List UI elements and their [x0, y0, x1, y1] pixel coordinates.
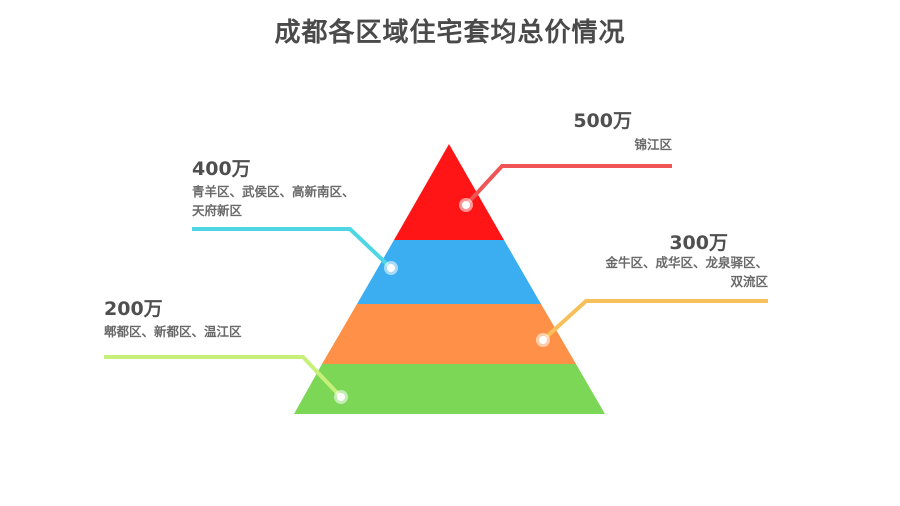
pyramid-tier-second — [357, 240, 541, 304]
callout-line-300 — [541, 299, 768, 342]
tier-districts-300-line2: 双流区 — [730, 274, 768, 289]
tier-value-500: 500万 — [573, 110, 632, 132]
tier-districts-400-line2: 天府新区 — [192, 203, 243, 218]
page-title: 成都各区域住宅套均总价情况 — [274, 18, 626, 48]
pyramid-tier-top — [394, 144, 504, 240]
tier-districts-500: 锦江区 — [634, 137, 672, 152]
tier-value-300: 300万 — [669, 232, 728, 254]
callout-dot-500 — [459, 198, 473, 212]
pyramid-tier-third — [322, 304, 576, 364]
tier-value-400: 400万 — [192, 158, 251, 180]
tier-districts-300-line1: 金牛区、成华区、龙泉驿区、 — [605, 255, 768, 270]
callout-line-200 — [104, 355, 343, 399]
pyramid-tier-bottom — [294, 364, 605, 414]
callout-line-500 — [464, 164, 672, 207]
callout-line-400 — [192, 227, 393, 270]
tier-value-200: 200万 — [104, 298, 163, 320]
callout-dot-300 — [536, 333, 550, 347]
callout-dot-400 — [384, 261, 398, 275]
callout-dot-200 — [334, 390, 348, 404]
tier-districts-200: 郫都区、新都区、温江区 — [104, 324, 242, 339]
tier-districts-400-line1: 青羊区、武侯区、高新南区、 — [192, 184, 355, 199]
